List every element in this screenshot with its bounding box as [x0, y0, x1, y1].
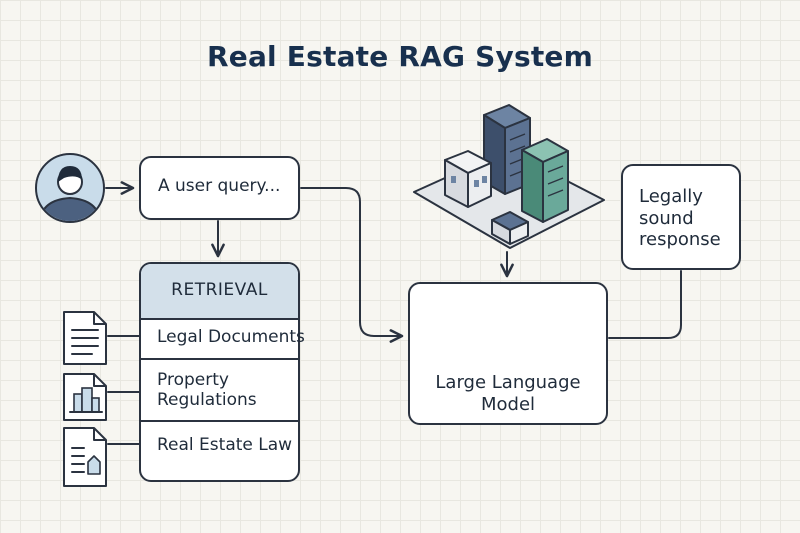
llm-label: Large Language Model [408, 372, 608, 415]
diagram-title: Real Estate RAG System [207, 40, 593, 73]
response-label-line1: Legally [639, 186, 703, 207]
retrieval-panel: RETRIEVAL [139, 262, 300, 482]
response-label-line2: sound [639, 207, 694, 229]
house-document-icon [63, 427, 107, 487]
connectors [105, 181, 682, 445]
retrieval-title: RETRIEVAL [171, 280, 268, 300]
user-query-text: A user query... [158, 176, 281, 196]
retrieval-item-legal-documents: Legal Documents [157, 327, 305, 347]
line-llm-to-response [608, 270, 682, 339]
response-label: Legally sound response [639, 186, 721, 251]
retrieval-item-real-estate-law: Real Estate Law [157, 435, 293, 455]
divider [141, 358, 298, 360]
llm-label-line1: Large Language [435, 372, 581, 393]
arrow-query-to-llm [300, 187, 404, 343]
response-label-line3: response [639, 229, 721, 251]
retrieval-header: RETRIEVAL [141, 264, 298, 320]
retrieval-item-property-regulations-line2: Regulations [157, 390, 257, 410]
response-box [621, 164, 741, 270]
user-query-box [139, 156, 300, 220]
llm-box [408, 282, 608, 425]
city-buildings-icon [413, 104, 605, 249]
divider [141, 420, 298, 422]
document-icon [63, 311, 107, 365]
user-avatar-icon [35, 153, 105, 223]
llm-label-line2: Model [480, 393, 536, 415]
building-document-icon [63, 373, 107, 421]
retrieval-item-property-regulations-line1: Property [157, 370, 229, 390]
